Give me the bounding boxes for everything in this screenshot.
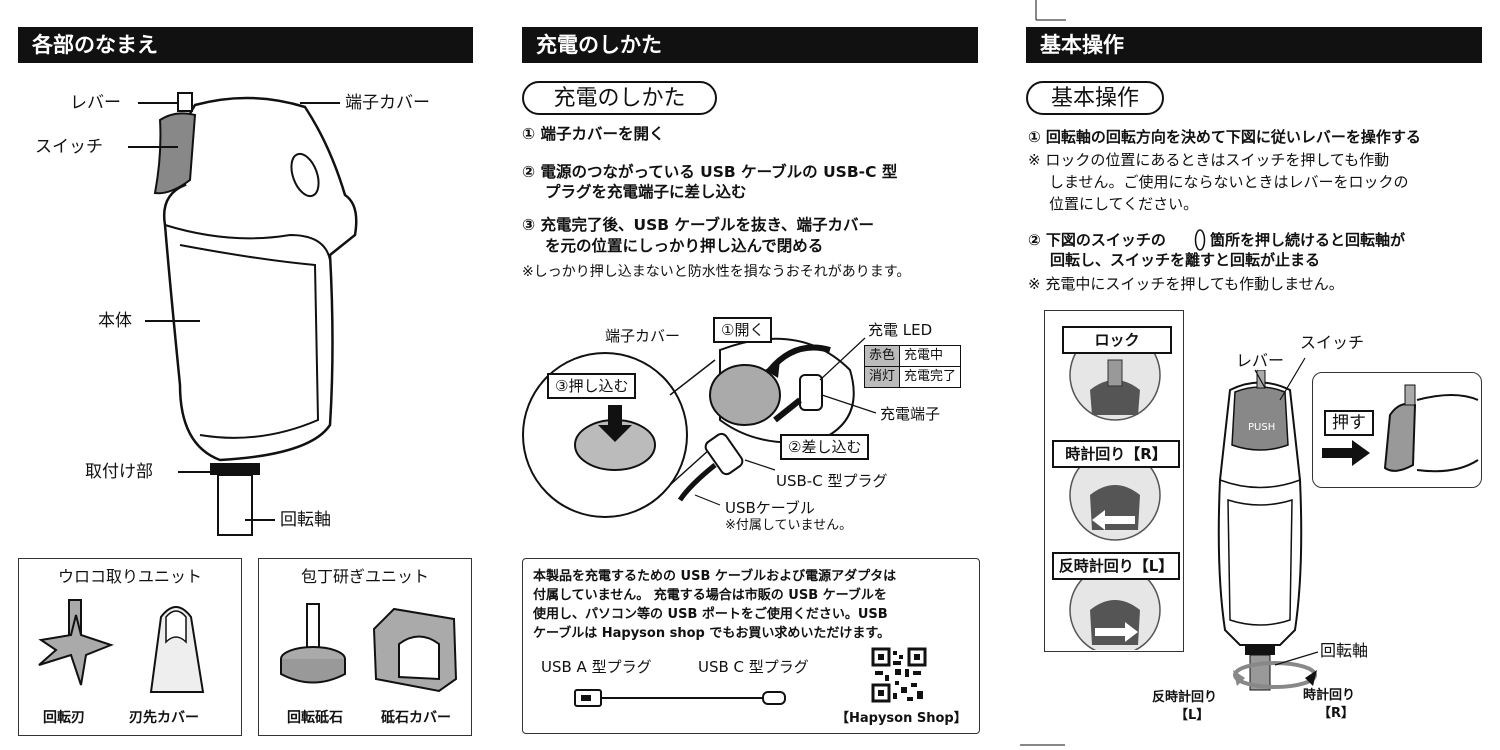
grindstone-cover-icon [372, 607, 458, 693]
charging-step-2b: プラグを充電端子に差し込む [545, 183, 747, 201]
diagram-charge-terminal: 充電端子 [880, 405, 941, 423]
diagram-terminal-cover: 端子カバー [605, 327, 681, 345]
sharpener-unit-box: 包丁研ぎユニット 回転砥石 砥石カバー [258, 558, 472, 736]
grindstone-cover-label: 砥石カバー [381, 710, 451, 726]
label-body: 本体 [98, 311, 132, 331]
upright-switch-label: スイッチ [1300, 333, 1365, 352]
device-upright-illustration [1217, 370, 1303, 691]
lever-position-images [1069, 330, 1161, 650]
callout-lines [128, 102, 340, 521]
insert-tag: ②差し込む [780, 434, 870, 460]
charging-pill: 充電のしかた [522, 81, 717, 115]
device-illustration [153, 92, 358, 536]
crop-mark-top [1035, 0, 1066, 21]
operation-step-2c: 回転し、スイッチを離すと回転が止まる [1050, 251, 1321, 269]
operation-step-2a: ② 下図のスイッチの [1028, 231, 1166, 249]
blade-cover-label: 刃先カバー [129, 710, 199, 726]
usb-a-label: USB A 型プラグ [541, 658, 652, 676]
rotary-blade-label: 回転刃 [43, 710, 85, 726]
clockwise-tag: 時計回り【R】 [1052, 440, 1180, 468]
ccw-label-2: 【L】 [1175, 708, 1210, 723]
led-red-state: 充電中 [899, 345, 962, 367]
label-terminal-cover: 端子カバー [345, 93, 430, 113]
press-area-icon [1194, 229, 1206, 251]
led-off-state: 充電完了 [899, 366, 962, 388]
operation-step-1: ① 回転軸の回転方向を決めて下図に従いレバーを操作する [1028, 128, 1421, 146]
column-charging: 充電のしかた 充電のしかた ① 端子カバーを開く ② 電源のつながっている US… [500, 0, 1000, 750]
info-line-3: 使用し、パソコン等の USB ポートをご使用ください。USB [533, 607, 888, 622]
scale-unit-title: ウロコ取りユニット [57, 567, 202, 586]
charging-step-2a: ② 電源のつながっている USB ケーブルの USB-C 型 [522, 163, 898, 181]
section-header-part-names: 各部のなまえ [18, 27, 473, 63]
rotary-blade-icon [38, 599, 114, 686]
led-off-cell: 消灯 [863, 366, 901, 388]
section-header-charging: 充電のしかた [522, 27, 978, 63]
charging-step-3a: ③ 充電完了後、USB ケーブルを抜き、端子カバー [522, 216, 874, 234]
info-line-4: ケーブルは Hapyson shop でもお買い求めいただけます。 [533, 626, 891, 641]
cw-label-1: 時計回り [1303, 688, 1356, 703]
shaft-callout [1274, 651, 1319, 666]
operation-note-1a: ※ ロックの位置にあるときはスイッチを押しても作動 [1028, 151, 1390, 169]
press-arrow-icon [1322, 440, 1370, 466]
label-switch: スイッチ [35, 137, 103, 157]
shaft-label: 回転軸 [1320, 641, 1369, 660]
operation-note-1c: 位置にしてください。 [1049, 195, 1199, 213]
operation-note-2: ※ 充電中にスイッチを押しても作動しません。 [1028, 275, 1344, 293]
info-line-1: 本製品を充電するための USB ケーブルおよび電源アダプタは [533, 569, 897, 584]
led-red-cell: 赤色 [863, 345, 901, 367]
grindstone-icon [280, 603, 346, 684]
scale-unit-box: ウロコ取りユニット 回転刃 刃先カバー [18, 558, 242, 736]
label-lever: レバー [70, 93, 121, 113]
diagram-not-included: ※付属していません。 [725, 518, 853, 533]
charging-note: ※しっかり押し込まないと防水性を損なうおそれがあります。 [522, 264, 911, 280]
upright-lever-label: レバー [1236, 351, 1285, 370]
info-line-2: 付属していません。 充電する場合は市販の USB ケーブルを [533, 588, 887, 603]
operation-note-1b: しません。ご使用にならないときはレバーをロックの [1049, 173, 1409, 191]
usb-info-box: 本製品を充電するための USB ケーブルおよび電源アダプタは 付属していません。… [522, 558, 980, 734]
operation-step-2b: 箇所を押し続けると回転軸が [1210, 231, 1406, 249]
column-basic-operation: 基本操作 基本操作 ① 回転軸の回転方向を決めて下図に従いレバーを操作する ※ … [1000, 0, 1500, 750]
press-tag: 押す [1324, 410, 1374, 436]
column-part-names: 各部のなまえ レバー 端子カバー スイッチ 本体 取付け部 回転軸 ウロコ取りユ… [0, 0, 500, 750]
push-word: PUSH [1248, 422, 1276, 433]
switch-closeup-icon [1383, 384, 1479, 473]
cw-label-2: 【R】 [1318, 706, 1355, 721]
led-status-table: 赤色 充電中 消灯 充電完了 [863, 345, 962, 388]
rotation-arrows [1233, 661, 1317, 689]
basic-operation-pill: 基本操作 [1026, 81, 1164, 115]
shop-label: 【Hapyson Shop】 [836, 711, 967, 726]
usb-cable-icon [574, 689, 786, 707]
crop-mark-bottom [1020, 744, 1065, 746]
qr-code-icon [871, 647, 927, 703]
charging-step-1: ① 端子カバーを開く [522, 125, 665, 143]
diagram-usb-cable: USBケーブル [725, 499, 815, 517]
label-mount: 取付け部 [85, 462, 153, 482]
counterclockwise-tag: 反時計回り【L】 [1052, 552, 1180, 580]
charging-step-3b: を元の位置にしっかり押し込んで閉める [545, 237, 824, 255]
diagram-usbc-plug: USB-C 型プラグ [776, 472, 888, 490]
label-shaft: 回転軸 [280, 510, 331, 530]
push-in-tag: ③押し込む [547, 373, 637, 399]
press-detail-panel [1312, 372, 1482, 488]
upright-callout-lines [1254, 357, 1306, 401]
grindstone-label: 回転砥石 [287, 710, 343, 726]
ccw-label-1: 反時計回り [1152, 690, 1218, 705]
section-header-basic-operation: 基本操作 [1026, 27, 1482, 63]
usb-c-label: USB C 型プラグ [698, 658, 809, 676]
open-tag: ①開く [713, 317, 773, 343]
blade-cover-icon [149, 606, 205, 693]
sharpener-unit-title: 包丁研ぎユニット [300, 567, 429, 586]
diagram-charge-led: 充電 LED [868, 321, 933, 339]
lock-tag: ロック [1062, 326, 1172, 354]
